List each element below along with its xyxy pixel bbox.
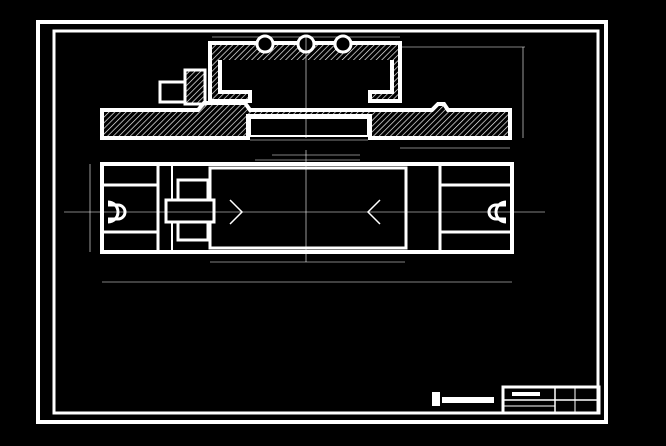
- notes-block: [432, 392, 494, 406]
- front-section-view: [100, 34, 525, 156]
- top-view: [64, 150, 545, 283]
- inner-frame: [52, 29, 600, 415]
- title-block: [501, 385, 601, 415]
- outer-border: [36, 20, 608, 424]
